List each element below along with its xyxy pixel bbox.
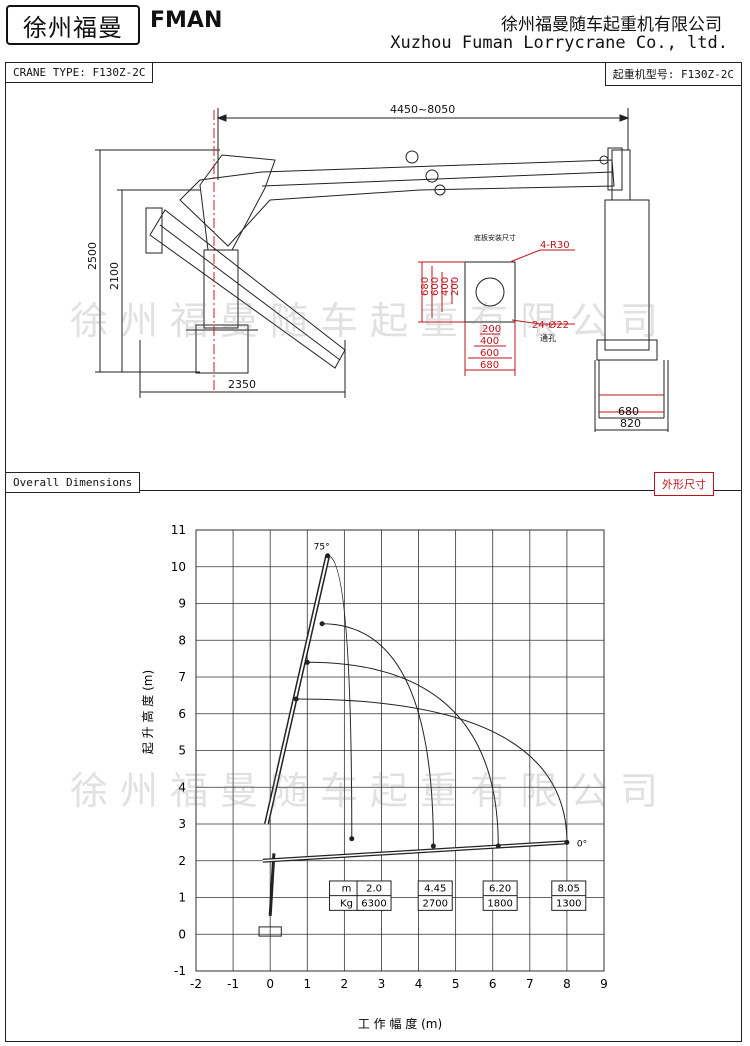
base-plate-drawing [418,249,575,376]
y-tick-label: 2 [178,854,186,868]
envelope-arc [327,555,353,839]
y-tick-label: -1 [174,964,186,978]
load-table-radius: 2.0 [366,884,382,895]
drawing-frame [5,62,742,1042]
angle-label-0: 0° [577,839,587,849]
y-tick-label: 10 [171,560,186,574]
y-tick-label: 1 [178,891,186,905]
load-table-capacity: 1300 [556,898,581,909]
company-name-cn: 徐州福曼随车起重机有限公司 [501,15,722,35]
y-tick-label: 5 [178,744,186,758]
load-table-capacity: 6300 [361,898,386,909]
reach-dimension: 4450~8050 [390,103,455,116]
brand-name: FMAN [150,8,223,33]
x-tick-label: 1 [303,977,311,991]
x-tick-label: 7 [526,977,534,991]
boom-tip-raised [293,696,299,702]
side-width-680: 680 [618,405,639,418]
company-name-en: Xuzhou Fuman Lorrycrane Co., ltd. [390,33,728,53]
y-tick-label: 0 [178,927,186,941]
boom-level-inner [262,841,567,862]
plate-h-label-200: 200 [482,324,501,335]
load-chart: -2 -1 0 1 2 3 4 5 6 7 8 9 -1 0 1 2 3 4 5 6 7 8 9 10 11 工 作 幅 度 (… [140,523,608,1031]
load-table: mKg 2.0 6300 4.45 2700 6.20 1800 8.05 1300 [329,880,587,911]
crane-base [258,926,282,937]
plate-v-label-200: 200 [450,277,461,296]
through-hole-note: 通孔 [540,333,556,343]
x-tick-label: 2 [341,977,349,991]
side-view-drawing [594,149,669,432]
envelope-arc [296,698,568,843]
x-tick-label: -1 [227,977,239,991]
plate-h-label-600: 600 [480,348,499,359]
radius-note: 4-R30 [540,240,570,251]
x-axis-label: 工 作 幅 度 (m) [358,1016,442,1031]
base-width-dimension: 2350 [228,378,256,391]
crane-type-label-cn: 起重机型号: F130Z-2C [604,62,742,86]
load-table-capacity: 1800 [487,898,512,909]
y-tick-label: 3 [178,817,186,831]
company-logo: 徐州福曼 [6,5,140,45]
boom-tip-raised [304,659,310,665]
boom-tip-level [430,843,436,849]
overall-dimensions-label: Overall Dimensions [5,472,141,493]
x-tick-label: 6 [489,977,497,991]
side-width-820: 820 [620,417,641,430]
x-tick-label: -2 [190,977,202,991]
x-tick-label: 9 [600,977,608,991]
chart-marks [258,553,570,937]
crane-column [268,853,276,916]
boom-tip-level [349,836,355,842]
x-tick-label: 3 [378,977,386,991]
envelope-arc [307,661,499,847]
chart-grid [195,529,605,972]
load-table-radius: 8.05 [558,884,580,895]
angle-label-75: 75° [314,543,330,553]
y-axis-label: 起 升 高 度 (m) [140,670,155,754]
y-tick-label: 7 [178,670,186,684]
plate-v-label-680: 680 [420,277,431,296]
x-tick-label: 4 [415,977,423,991]
boom-tip-raised [325,553,331,559]
y-tick-label: 9 [178,597,186,611]
crane-type-label-en: CRANE TYPE: F130Z-2C [5,62,154,83]
y-tick-label: 6 [178,707,186,721]
x-tick-label: 5 [452,977,460,991]
height-2100-dimension: 2100 [108,262,121,290]
base-plate-title: 底板安装尺寸 [474,233,516,242]
plate-v-label-600: 600 [430,277,441,296]
load-table-header-kg: Kg [340,898,353,909]
overall-dimension-drawing: 4450~8050 2500 2100 2350 底板安装尺寸 4-R30 24… [86,103,669,432]
plate-h-label-680: 680 [480,360,499,371]
holes-note: 24-Ø22 [532,319,569,331]
height-2500-dimension: 2500 [86,242,99,270]
y-tick-label: 11 [171,523,186,537]
load-table-header-m: m [342,884,352,895]
plate-v-label-400: 400 [440,277,451,296]
boom-raised-inner [265,555,329,825]
y-tick-label: 4 [178,780,186,794]
section-divider [5,490,742,491]
boom-tip-level [564,839,570,845]
x-tick-label: 8 [563,977,571,991]
overall-dimensions-label-cn: 外形尺寸 [654,472,714,496]
y-tick-label: 8 [178,633,186,647]
plate-h-label-400: 400 [480,336,499,347]
boom-tip-level [495,843,501,849]
boom-tip-raised [319,621,325,627]
load-table-radius: 6.20 [489,884,511,895]
x-tick-label: 0 [266,977,274,991]
load-table-capacity: 2700 [423,898,448,909]
envelope-arc [322,623,434,847]
load-table-radius: 4.45 [424,884,446,895]
logo-text: 徐州福曼 [23,13,123,42]
chart-ticks: -2 -1 0 1 2 3 4 5 6 7 8 9 -1 0 1 2 3 4 5 6 7 8 9 10 11 [171,523,608,991]
